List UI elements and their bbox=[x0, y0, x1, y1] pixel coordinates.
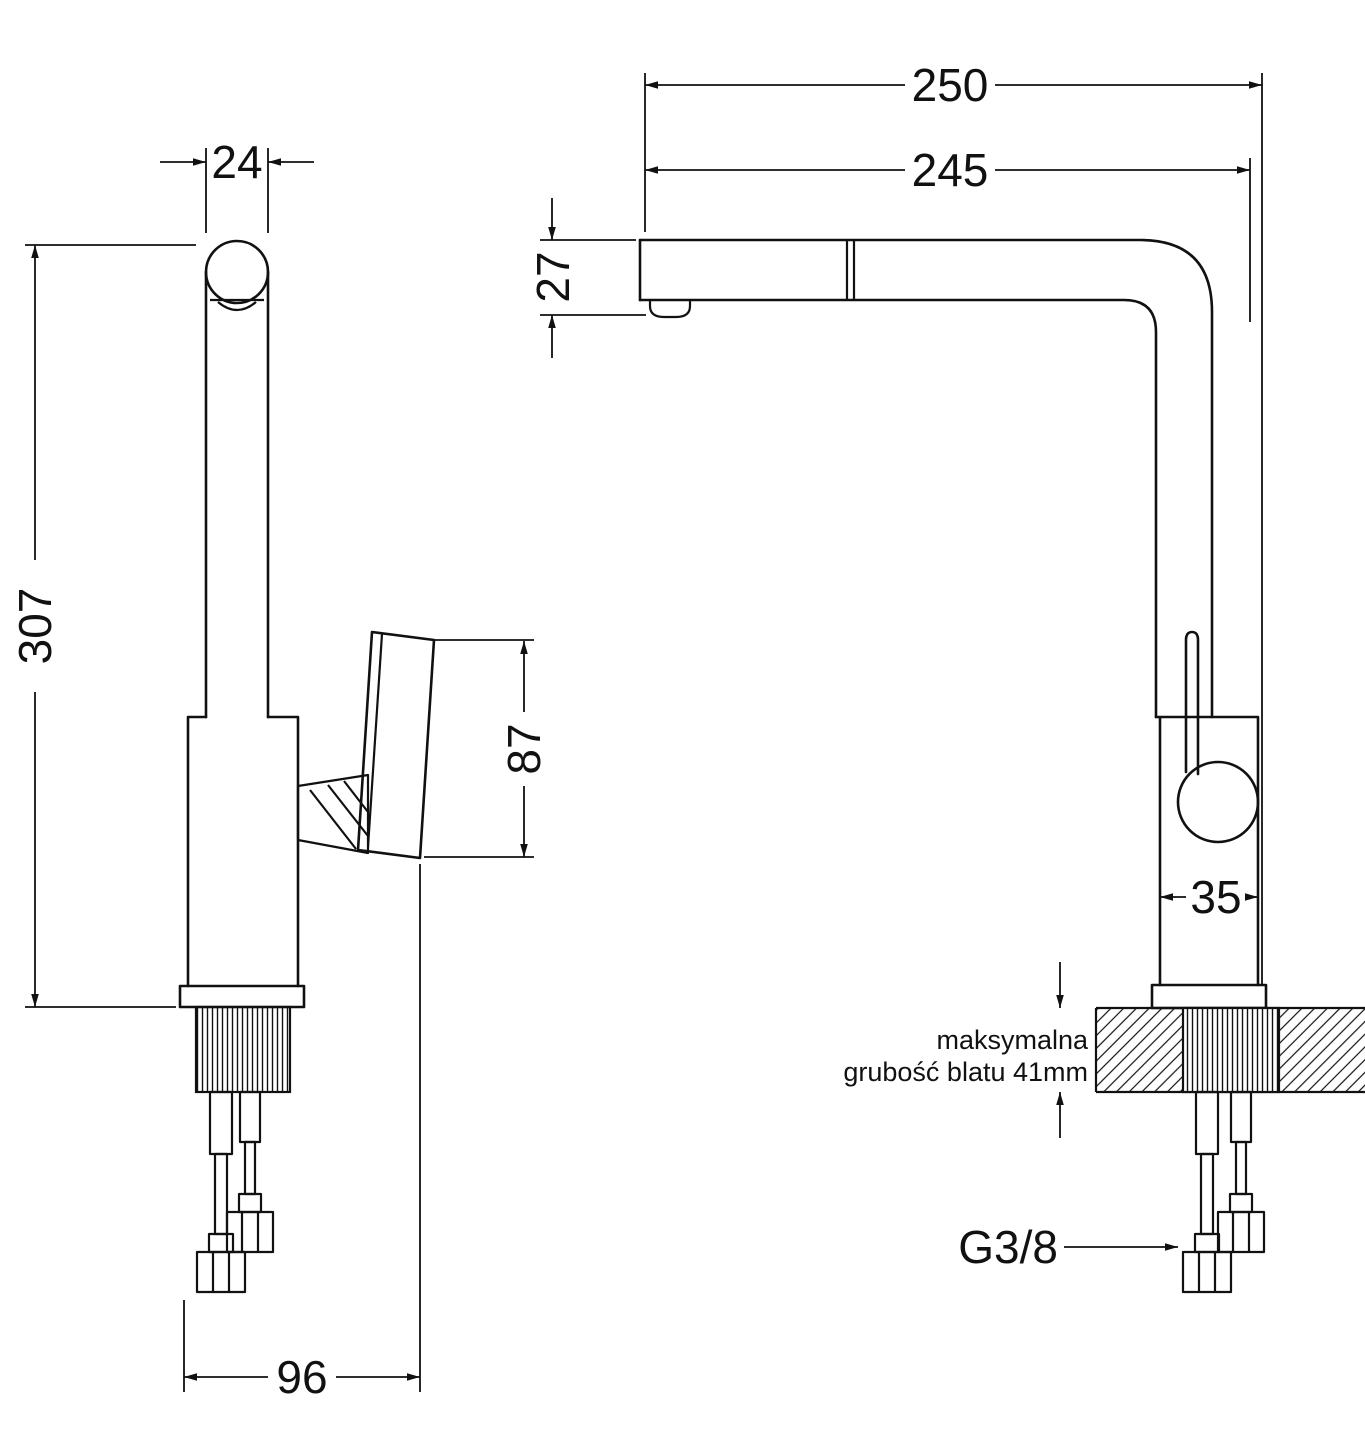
dim-96-label: 96 bbox=[276, 1351, 327, 1403]
front-hose-nut-right bbox=[1216, 1210, 1266, 1254]
dim-27-label: 27 bbox=[527, 251, 579, 302]
front-spout-aerator bbox=[648, 300, 692, 319]
thread-callout: G3/8 bbox=[958, 1221, 1178, 1273]
side-view bbox=[178, 239, 436, 1294]
dimension-24: 24 bbox=[160, 136, 314, 233]
dimension-307: 307 bbox=[9, 244, 196, 1008]
side-mounting-studs bbox=[195, 1090, 275, 1294]
dim-307-label: 307 bbox=[9, 588, 61, 665]
side-handle-joint bbox=[296, 773, 370, 855]
side-spout-outlet bbox=[217, 301, 257, 312]
side-body bbox=[186, 715, 300, 988]
side-view-dimensions: 24 307 87 96 bbox=[9, 136, 550, 1403]
dim-87-label: 87 bbox=[498, 723, 550, 774]
dimension-96: 96 bbox=[183, 864, 421, 1403]
counter-note-line2: grubość blatu 41mm bbox=[843, 1057, 1088, 1087]
front-threaded-shank bbox=[1181, 1006, 1281, 1094]
dimension-35: 35 bbox=[1160, 871, 1258, 923]
thread-size-label: G3/8 bbox=[958, 1221, 1058, 1273]
countertop-thickness: maksymalna grubość blatu 41mm bbox=[843, 962, 1089, 1138]
side-handle-lever-edge bbox=[366, 633, 384, 848]
side-hose-nut-right bbox=[225, 1210, 275, 1254]
dimension-27: 27 bbox=[527, 198, 646, 358]
side-threaded-shank bbox=[194, 1005, 292, 1094]
front-hose-nut-left bbox=[1181, 1250, 1233, 1294]
dimension-87: 87 bbox=[424, 639, 550, 858]
front-lever-rod bbox=[1184, 630, 1200, 776]
front-pullout-seam bbox=[845, 240, 856, 300]
dimension-250: 250 bbox=[644, 59, 1263, 985]
dim-35-label: 35 bbox=[1190, 871, 1241, 923]
dim-250-label: 250 bbox=[912, 59, 989, 111]
front-spout-inner bbox=[638, 298, 1158, 719]
countertop bbox=[1094, 1006, 1365, 1094]
dimension-245: 245 bbox=[645, 144, 1251, 322]
front-body bbox=[1154, 715, 1260, 987]
front-spout-outer bbox=[638, 238, 1214, 719]
front-view-dimensions: 250 245 27 35 maksymalna grubość blatu 4 bbox=[527, 59, 1263, 1273]
front-mounting-studs bbox=[1181, 1090, 1266, 1294]
dim-245-label: 245 bbox=[912, 144, 989, 196]
side-riser-tube bbox=[204, 270, 270, 719]
front-lever-joint bbox=[1176, 760, 1260, 844]
dim-24-label: 24 bbox=[211, 136, 262, 188]
counter-note-line1: maksymalna bbox=[936, 1025, 1089, 1055]
front-view bbox=[638, 238, 1365, 1294]
side-hose-nut-left bbox=[195, 1250, 247, 1294]
side-handle-lever bbox=[356, 630, 436, 860]
